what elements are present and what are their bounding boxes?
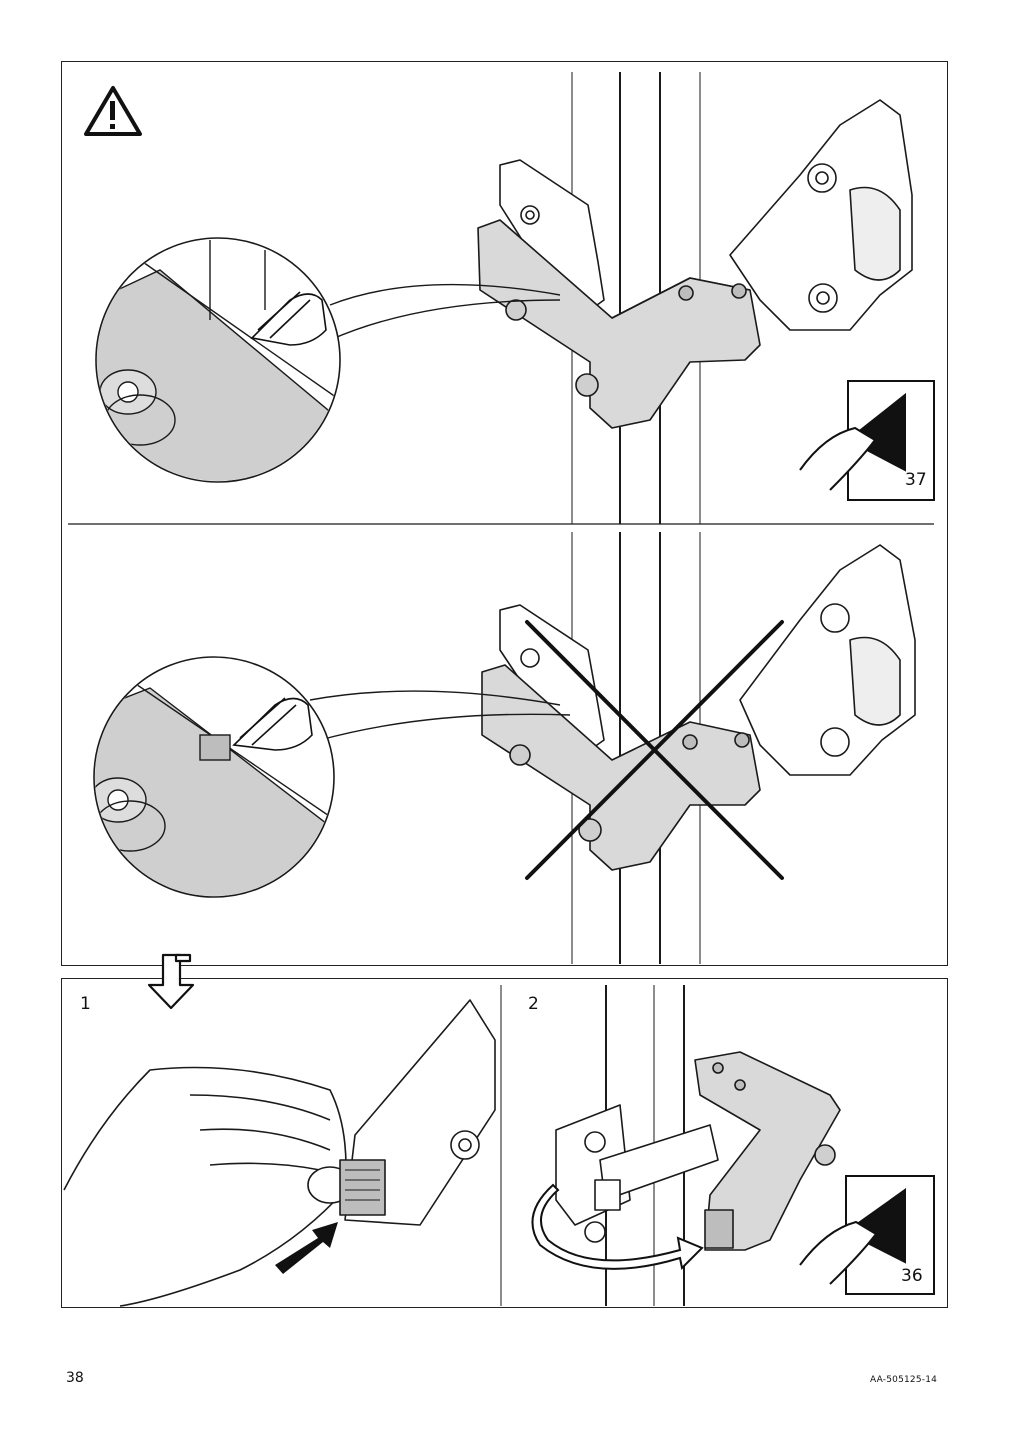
hinge-incorrect <box>481 544 916 871</box>
page-ref-37: 37 <box>905 470 927 490</box>
incorrect-cross-icon <box>525 620 784 880</box>
bottom-panel <box>61 978 948 1308</box>
step-number-2: 2 <box>528 994 539 1014</box>
document-code: AA-505125-14 <box>870 1375 938 1385</box>
rotate-arrow-icon <box>531 1183 704 1271</box>
page-number: 38 <box>66 1370 84 1386</box>
down-arrow-icon <box>147 953 195 1010</box>
page-ref-36: 36 <box>901 1266 923 1286</box>
step-number-1: 1 <box>80 994 91 1014</box>
detail-magnifier-top <box>95 237 561 483</box>
step1-illustration <box>63 999 496 1307</box>
turn-page-icon <box>799 1175 935 1295</box>
turn-page-icon <box>799 380 935 501</box>
step2-illustration <box>555 985 841 1306</box>
hinge-correct <box>477 99 913 429</box>
top-panel <box>61 61 948 966</box>
detail-magnifier-middle <box>93 656 571 898</box>
push-arrow-icon <box>275 1222 338 1274</box>
warning-triangle-icon <box>84 86 142 136</box>
